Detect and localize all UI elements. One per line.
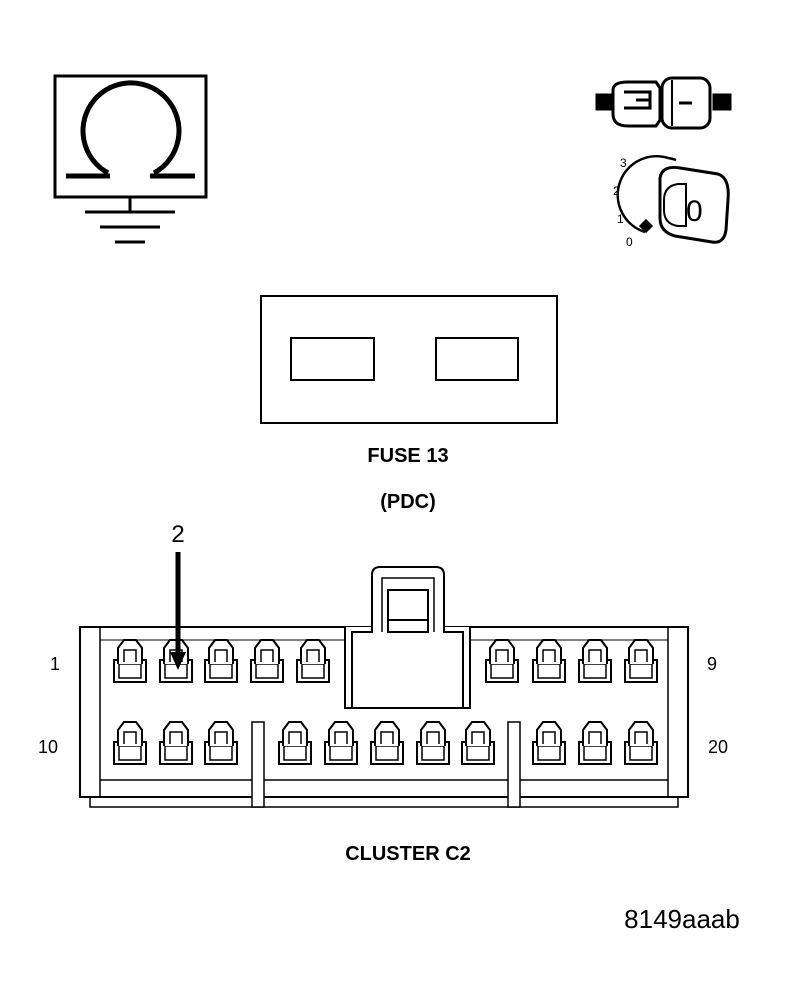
ignition-switch-icon: 3 2 1 0 0 — [613, 155, 730, 249]
ignition-position-2: 2 — [613, 184, 620, 198]
terminal-cavity — [485, 639, 519, 683]
terminal-cavity — [578, 721, 612, 765]
terminal-cavity — [532, 721, 566, 765]
terminal-cavity — [250, 639, 284, 683]
terminal-cavity — [324, 721, 358, 765]
figure-id: 8149aaab — [624, 904, 740, 934]
pin-number-row2-first: 10 — [38, 737, 58, 757]
terminal-cavity — [624, 639, 658, 683]
ignition-position-0: 0 — [626, 235, 633, 249]
terminal-cavity — [416, 721, 450, 765]
terminal-cavity — [532, 639, 566, 683]
pin-number-row2-last: 20 — [708, 737, 728, 757]
connector-name: CLUSTER C2 — [345, 843, 471, 865]
fuse-icon — [260, 295, 558, 424]
ignition-position-3: 3 — [620, 156, 627, 170]
terminal-cavity — [113, 721, 147, 765]
terminal-cavity — [578, 639, 612, 683]
terminal-cavity — [204, 721, 238, 765]
pin-pointer-arrow — [170, 552, 186, 670]
terminal-cavity — [296, 639, 330, 683]
terminal-cavity — [204, 639, 238, 683]
connector-cavities — [113, 639, 658, 765]
ohmmeter-ground-icon — [53, 74, 208, 244]
fuse-label: FUSE 13 — [367, 445, 448, 467]
fuse-sublabel: (PDC) — [380, 491, 436, 513]
ignition-key-position: 0 — [686, 195, 703, 228]
pointer-pin-number: 2 — [171, 521, 184, 548]
pin-number-row1-first: 1 — [50, 654, 60, 674]
terminal-cavity — [159, 721, 193, 765]
terminal-cavity — [113, 639, 147, 683]
terminal-cavity — [461, 721, 495, 765]
connector-icon — [79, 566, 689, 808]
ignition-position-1: 1 — [617, 212, 624, 226]
pin-number-row1-last: 9 — [707, 654, 717, 674]
terminal-cavity — [624, 721, 658, 765]
terminal-cavity — [278, 721, 312, 765]
test-probe-icon — [595, 76, 732, 130]
terminal-cavity — [370, 721, 404, 765]
